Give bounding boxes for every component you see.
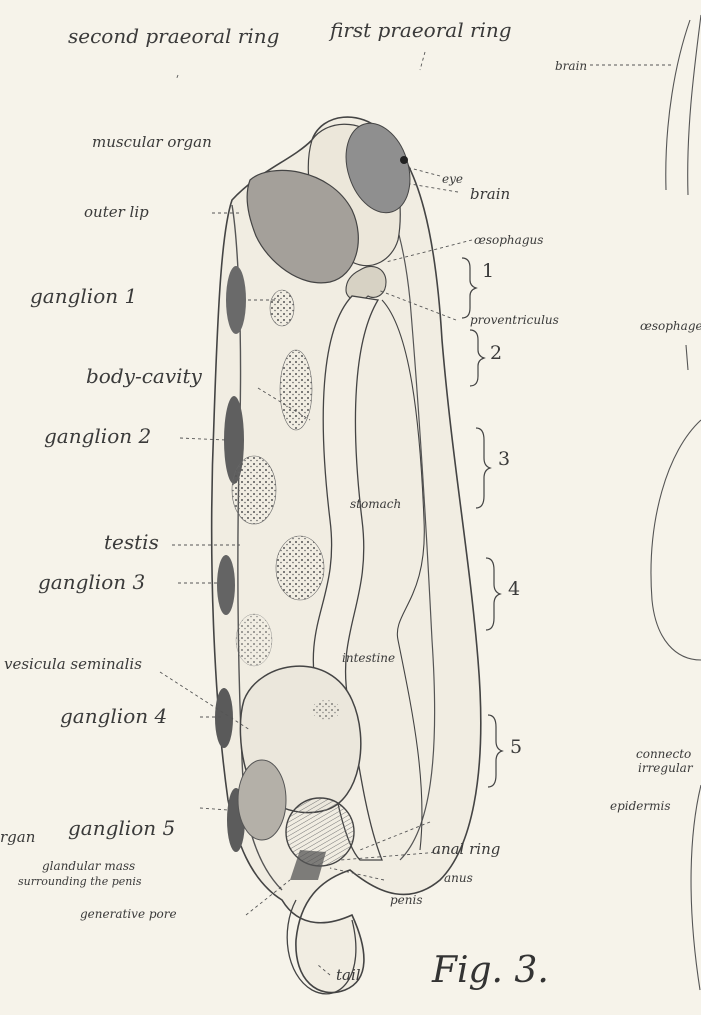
label-oesophagus: œsophagus — [474, 234, 543, 246]
testis-mass-2 — [280, 350, 312, 430]
bracket-2 — [470, 330, 484, 386]
label-irregular-right: irregular — [638, 762, 693, 774]
label-proventriculus: proventriculus — [470, 314, 559, 326]
label-brain-right: brain — [555, 60, 587, 72]
label-second-praeoral-ring: second praeoral ring — [68, 26, 279, 46]
label-anal-ring: anal ring — [432, 842, 500, 857]
label-stomach: stomach — [350, 498, 401, 510]
label-penis: penis — [390, 894, 423, 906]
eye-spot — [400, 156, 408, 164]
label-generative-pore: generative pore — [80, 908, 177, 920]
label-tail: tail — [336, 968, 361, 983]
label-ganglion-3: ganglion 3 — [38, 572, 145, 592]
vesicula-spots — [312, 700, 340, 720]
bracket-5 — [488, 715, 502, 787]
bracket-3 — [476, 428, 490, 508]
ganglion-3-shape — [217, 555, 235, 615]
label-testis: testis — [104, 532, 159, 552]
segment-number-2: 2 — [490, 342, 502, 364]
segment-number-1: 1 — [482, 260, 494, 282]
label-organ-left: rgan — [0, 830, 35, 845]
glandular-lobe — [238, 760, 286, 840]
bracket-1 — [462, 258, 476, 318]
testis-mass-5 — [236, 614, 272, 666]
bracket-4 — [486, 558, 500, 630]
label-anus: anus — [444, 872, 473, 884]
segment-number-4: 4 — [508, 578, 520, 600]
label-glandular-mass: glandular mass — [42, 860, 135, 872]
label-muscular-organ: muscular organ — [92, 135, 212, 150]
label-ganglion-5: ganglion 5 — [68, 818, 175, 838]
segment-number-3: 3 — [498, 448, 510, 470]
label-ganglion-1: ganglion 1 — [30, 286, 137, 306]
figure-title: Fig. 3. — [432, 950, 549, 991]
label-intestine: intestine — [342, 652, 395, 664]
label-connective-right: connecto — [636, 748, 691, 760]
label-brain: brain — [470, 187, 510, 202]
label-body-cavity: body-cavity — [86, 366, 202, 386]
label-ganglion-2: ganglion 2 — [44, 426, 151, 446]
label-outer-lip: outer lip — [84, 205, 149, 220]
ganglion-1-shape — [226, 266, 246, 334]
label-oesophageal-right: œsophagea — [640, 320, 701, 332]
testis-mass-3 — [232, 456, 276, 524]
label-surrounding-penis: surrounding the penis — [18, 876, 142, 887]
label-first-praeoral-ring: first praeoral ring — [330, 20, 512, 40]
neighbour-figure — [651, 15, 701, 990]
label-vesicula-seminalis: vesicula seminalis — [4, 657, 142, 672]
segment-number-5: 5 — [510, 736, 522, 758]
ganglion-4-shape — [215, 688, 233, 748]
testis-mass-1 — [270, 290, 294, 326]
label-epidermis-right: epidermis — [610, 800, 671, 812]
testis-mass-4 — [276, 536, 324, 600]
label-eye: eye — [442, 173, 463, 185]
label-ganglion-4: ganglion 4 — [60, 706, 167, 726]
